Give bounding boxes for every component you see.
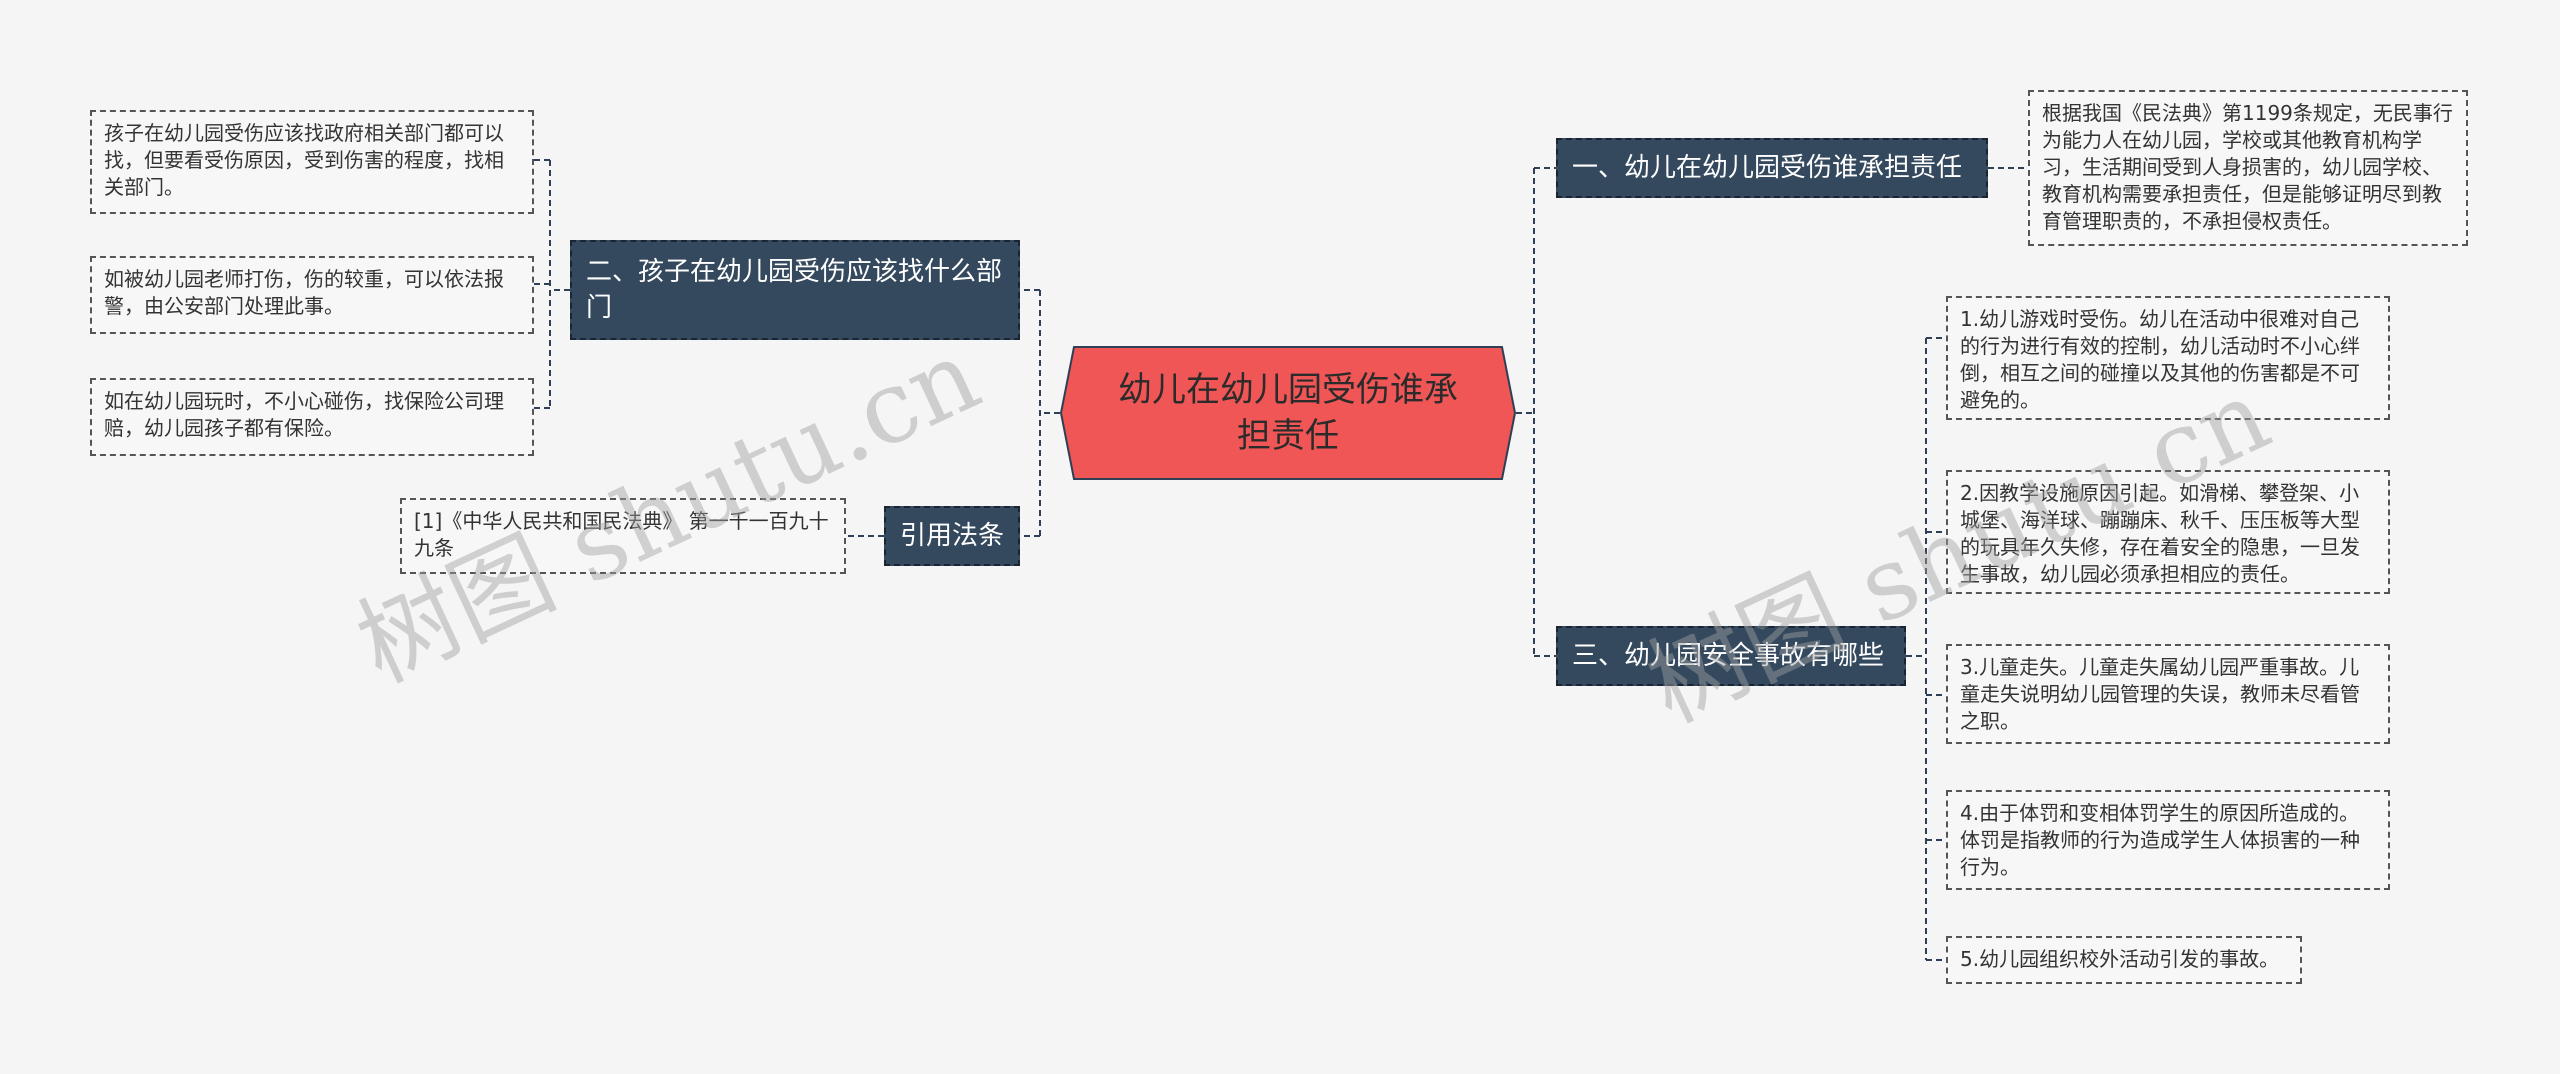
leaf-department-general-text: 孩子在幼儿园受伤应该找政府相关部门都可以找，但要看受伤原因，受到伤害的程度，找相… <box>104 121 504 199</box>
leaf-accident-lost-child-text: 3.儿童走失。儿童走失属幼儿园严重事故。儿童走失说明幼儿园管理的失误，教师未尽看… <box>1960 655 2360 733</box>
central-hexagon-shape <box>1060 346 1516 480</box>
branch-cited-law-label: 引用法条 <box>900 521 1005 551</box>
branch-accident-types[interactable]: 三、幼儿园安全事故有哪些 <box>1556 626 1906 686</box>
connector-b3-leaves <box>1906 337 1946 961</box>
leaf-accident-outing[interactable]: 5.幼儿园组织校外活动引发的事故。 <box>1946 936 2302 984</box>
leaf-civil-code-article[interactable]: 根据我国《民法典》第1199条规定，无民事行为能力人在幼儿园，学校或其他教育机构… <box>2028 90 2468 246</box>
connector-b2-leaves <box>534 159 570 409</box>
leaf-civil-code-article-text: 根据我国《民法典》第1199条规定，无民事行为能力人在幼儿园，学校或其他教育机构… <box>2042 101 2453 233</box>
leaf-accident-punishment[interactable]: 4.由于体罚和变相体罚学生的原因所造成的。体罚是指教师的行为造成学生人体损害的一… <box>1946 790 2390 890</box>
leaf-department-general[interactable]: 孩子在幼儿园受伤应该找政府相关部门都可以找，但要看受伤原因，受到伤害的程度，找相… <box>90 110 534 214</box>
leaf-citation[interactable]: [1]《中华人民共和国民法典》 第一千一百九十九条 <box>400 498 846 574</box>
leaf-accident-play[interactable]: 1.幼儿游戏时受伤。幼儿在活动中很难对自己的行为进行有效的控制，幼儿活动时不小心… <box>1946 296 2390 420</box>
leaf-accident-lost-child[interactable]: 3.儿童走失。儿童走失属幼儿园严重事故。儿童走失说明幼儿园管理的失误，教师未尽看… <box>1946 644 2390 744</box>
leaf-department-insurance[interactable]: 如在幼儿园玩时，不小心碰伤，找保险公司理赔，幼儿园孩子都有保险。 <box>90 378 534 456</box>
branch-cited-law[interactable]: 引用法条 <box>884 506 1020 566</box>
leaf-accident-outing-text: 5.幼儿园组织校外活动引发的事故。 <box>1960 947 2280 971</box>
branch-accident-types-label: 三、幼儿园安全事故有哪些 <box>1572 641 1885 671</box>
leaf-accident-play-text: 1.幼儿游戏时受伤。幼儿在活动中很难对自己的行为进行有效的控制，幼儿活动时不小心… <box>1960 307 2360 412</box>
leaf-department-police-text: 如被幼儿园老师打伤，伤的较重，可以依法报警，由公安部门处理此事。 <box>104 267 504 318</box>
central-topic-text: 幼儿在幼儿园受伤谁承担责任 <box>1118 370 1458 456</box>
branch-responsibility-label: 一、幼儿在幼儿园受伤谁承担责任 <box>1572 153 1963 183</box>
branch-which-department[interactable]: 二、孩子在幼儿园受伤应该找什么部门 <box>570 240 1020 340</box>
leaf-citation-text: [1]《中华人民共和国民法典》 第一千一百九十九条 <box>414 509 829 560</box>
leaf-accident-facilities[interactable]: 2.因教学设施原因引起。如滑梯、攀登架、小城堡、海洋球、蹦蹦床、秋千、压压板等大… <box>1946 470 2390 594</box>
leaf-accident-facilities-text: 2.因教学设施原因引起。如滑梯、攀登架、小城堡、海洋球、蹦蹦床、秋千、压压板等大… <box>1960 481 2360 586</box>
connector-central-b1-b3 <box>1516 167 1556 657</box>
leaf-accident-punishment-text: 4.由于体罚和变相体罚学生的原因所造成的。体罚是指教师的行为造成学生人体损害的一… <box>1960 801 2360 879</box>
branch-responsibility[interactable]: 一、幼儿在幼儿园受伤谁承担责任 <box>1556 138 1988 198</box>
connector-central-b2-b4 <box>1020 289 1060 537</box>
leaf-department-police[interactable]: 如被幼儿园老师打伤，伤的较重，可以依法报警，由公安部门处理此事。 <box>90 256 534 334</box>
central-topic[interactable]: 幼儿在幼儿园受伤谁承担责任 <box>1060 346 1516 480</box>
leaf-department-insurance-text: 如在幼儿园玩时，不小心碰伤，找保险公司理赔，幼儿园孩子都有保险。 <box>104 389 504 440</box>
branch-which-department-label: 二、孩子在幼儿园受伤应该找什么部门 <box>586 257 1003 323</box>
